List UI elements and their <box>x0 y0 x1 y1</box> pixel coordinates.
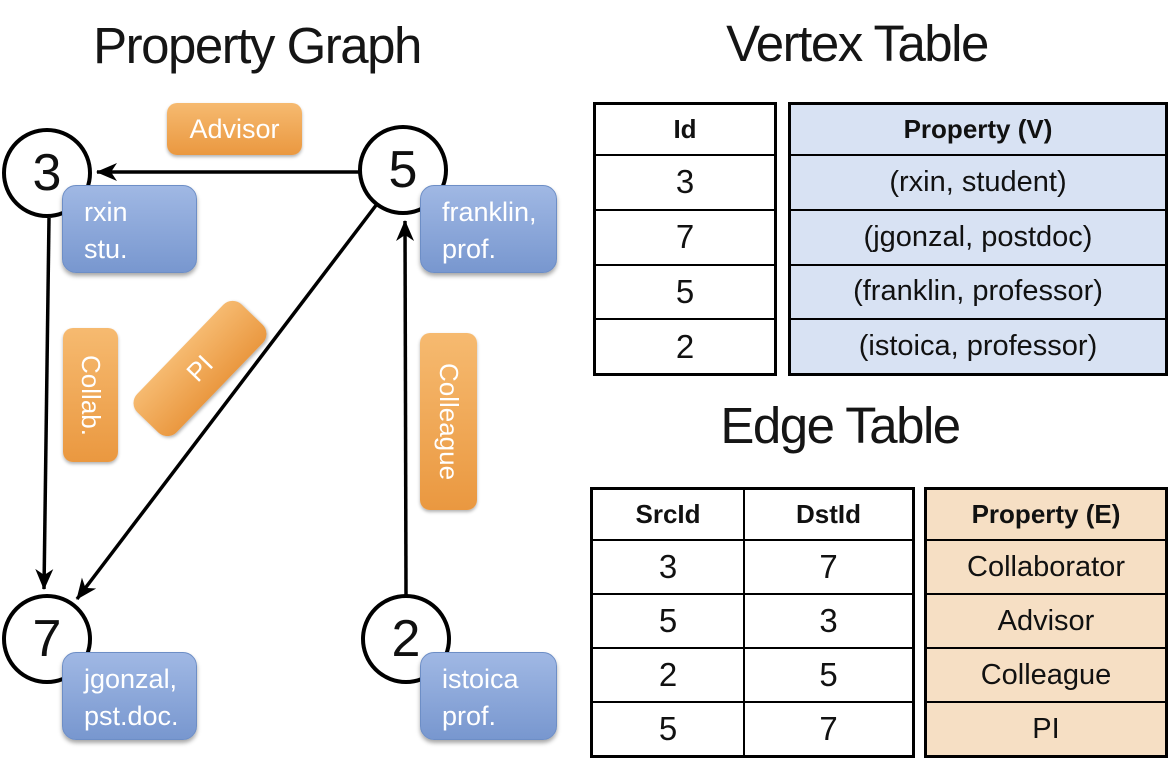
vertex-table-id-header: Id <box>673 114 697 144</box>
vertex-prop-2-line2: prof. <box>442 701 497 731</box>
edge-table-srcid-column: SrcId 3 5 2 5 <box>593 490 743 755</box>
vertex-prop-3-line2: stu. <box>84 234 128 264</box>
edge-table-srcid-cell: 5 <box>593 593 743 647</box>
edge-table-srcid-cell: 2 <box>593 647 743 701</box>
edge-label-advisor: Advisor <box>167 103 302 155</box>
vertex-prop-7-line2: pst.doc. <box>84 701 179 731</box>
vertex-prop-5-line1: franklin, <box>442 197 537 227</box>
vertex-table-property-cell: (jgonzal, postdoc) <box>791 208 1165 264</box>
vertex-prop-7-line1: jgonzal, <box>84 664 178 694</box>
edge-table-dstid-cell: 3 <box>745 593 912 647</box>
edge-table-property-cell: Advisor <box>927 593 1165 647</box>
vertex-prop-3-line1: rxin <box>84 197 128 227</box>
edge-table-property-cell: Collaborator <box>927 539 1165 593</box>
vertex-table-title: Vertex Table <box>726 15 989 72</box>
edge-table-dstid-column: DstId 7 3 5 7 <box>743 490 912 755</box>
edge-table-dstid-cell: 7 <box>745 701 912 755</box>
edge-table-dstid-header: DstId <box>796 499 861 529</box>
edge-table-srcid-cell: 3 <box>593 539 743 593</box>
edge-pi-5-to-7 <box>75 202 379 601</box>
vertex-table-property-cell: (franklin, professor) <box>791 263 1165 319</box>
edge-table-dstid-cell: 7 <box>745 539 912 593</box>
vertex-table-property-header: Property (V) <box>791 105 1165 154</box>
edge-label-collab: Collab. <box>63 328 118 462</box>
vertex-prop-box-7: jgonzal, pst.doc. <box>62 652 197 740</box>
vertex-id-5: 5 <box>388 141 418 199</box>
vertex-table-id-cell: 3 <box>596 154 774 209</box>
edge-label-collab-text: Collab. <box>76 354 106 436</box>
vertex-table-property-cell: (rxin, student) <box>791 154 1165 209</box>
vertex-table-id-cell: 5 <box>596 263 774 319</box>
edge-label-colleague-text: Colleague <box>434 362 464 481</box>
edge-table-srcid-cell: 5 <box>593 701 743 755</box>
vertex-prop-box-2: istoica prof. <box>420 652 557 740</box>
vertex-id-2: 2 <box>391 610 421 668</box>
edge-table-srcid-header: SrcId <box>635 499 701 529</box>
vertex-prop-2-line1: istoica <box>442 664 519 694</box>
edge-table-property-cell: PI <box>927 701 1165 755</box>
edge-colleague-2-to-5 <box>396 220 415 597</box>
edge-table-property-cell: Colleague <box>927 647 1165 701</box>
vertex-id-3: 3 <box>32 144 62 202</box>
vertex-prop-box-3: rxin stu. <box>62 185 197 273</box>
vertex-table-id-column: Id 3 7 5 2 <box>593 102 777 376</box>
edge-table-property-column: Property (E) Collaborator Advisor Collea… <box>924 487 1168 758</box>
edge-table-dstid-cell: 5 <box>745 647 912 701</box>
edge-table-src-dst-columns: SrcId 3 5 2 5 DstId 7 3 5 7 <box>590 487 915 758</box>
vertex-prop-box-5: franklin, prof. <box>420 185 557 273</box>
vertex-table-id-cell: 2 <box>596 318 774 373</box>
vertex-id-7: 7 <box>32 610 62 668</box>
vertex-table-property-cell: (istoica, professor) <box>791 318 1165 373</box>
vertex-table-id-cell: 7 <box>596 208 774 264</box>
edge-label-advisor-text: Advisor <box>189 113 280 144</box>
edge-label-pi-text: PI <box>180 348 219 388</box>
edge-label-colleague: Colleague <box>420 333 477 510</box>
edge-collab-3-to-7 <box>35 217 54 590</box>
edge-table-property-header: Property (E) <box>927 490 1165 539</box>
property-graph-title: Property Graph <box>93 17 422 74</box>
edge-table-title: Edge Table <box>720 397 961 454</box>
vertex-circle-3: 3 <box>2 128 92 218</box>
vertex-prop-5-line2: prof. <box>442 234 497 264</box>
vertex-table-property-column: Property (V) (rxin, student) (jgonzal, p… <box>788 102 1168 376</box>
